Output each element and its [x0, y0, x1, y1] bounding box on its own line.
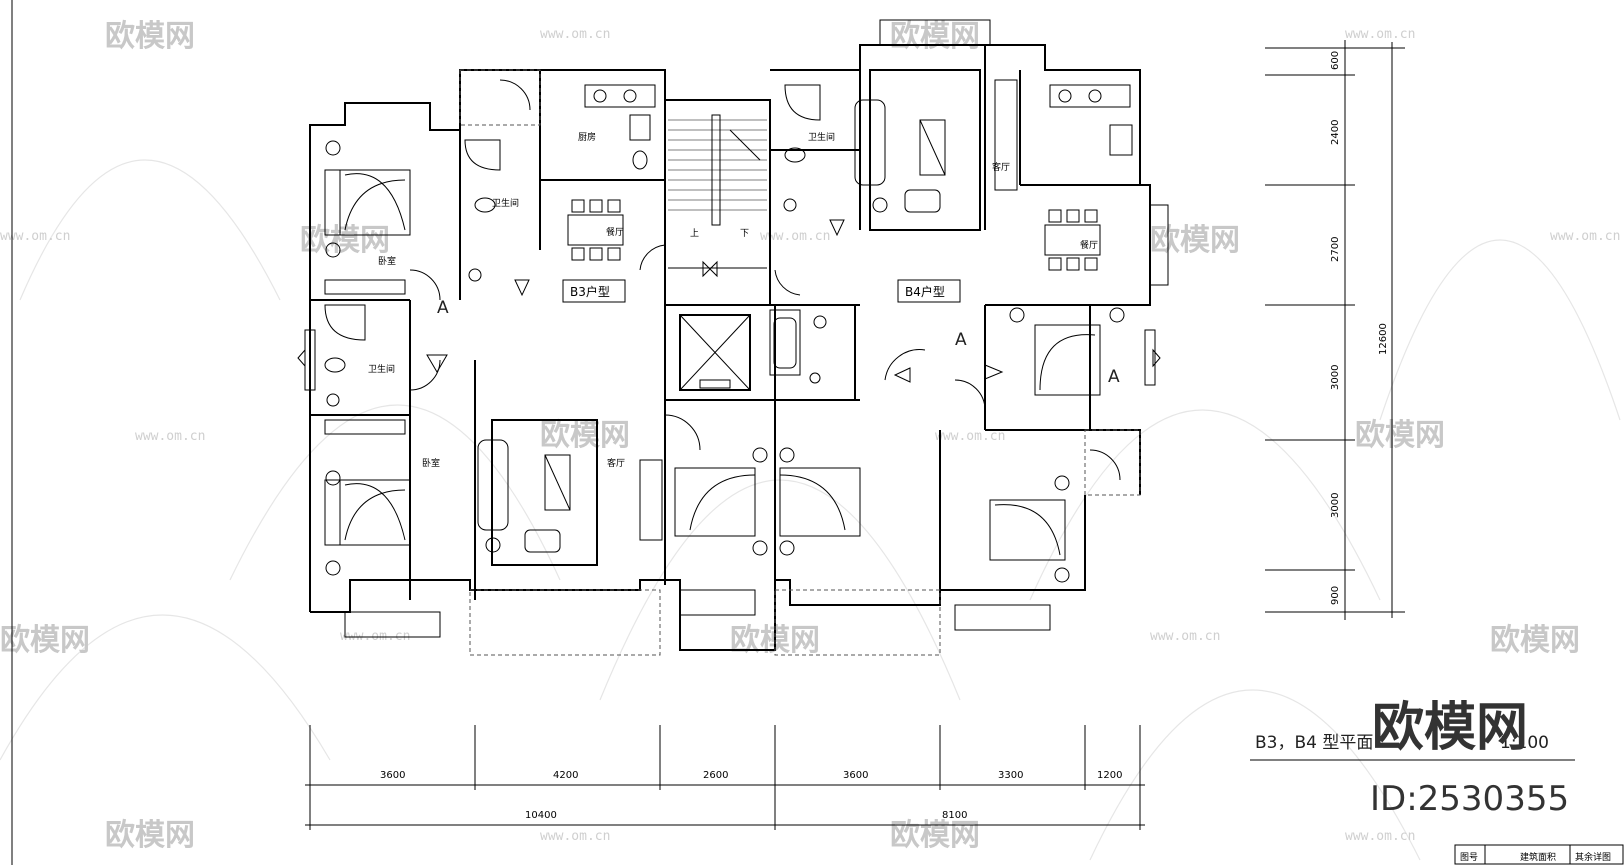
watermark-url: www.om.cn — [1550, 229, 1620, 244]
room-label-living: 客厅 — [607, 457, 625, 469]
stair-down-label: 下 — [740, 229, 749, 239]
watermark-url: www.om.cn — [540, 829, 610, 844]
fixtures — [324, 84, 1133, 407]
watermark-brand: 欧模网 — [890, 19, 980, 54]
elevator-shaft — [679, 309, 827, 391]
section-mark-a: A — [437, 298, 449, 318]
dim-label: 900 — [1330, 586, 1341, 605]
watermark-url: www.om.cn — [1345, 27, 1415, 42]
dim-label: 1200 — [1097, 770, 1122, 781]
section-marks: A A A — [426, 219, 1120, 387]
section-mark-a: A — [1108, 367, 1120, 387]
windows — [297, 204, 1169, 391]
dim-label: 3000 — [1330, 365, 1341, 390]
dim-total-label: 12600 — [1378, 323, 1389, 355]
logo-name: 欧模网 — [1372, 698, 1528, 758]
dining-furniture — [567, 199, 1101, 271]
title-block-cell: 建筑面积 — [1520, 851, 1556, 863]
watermark-layer: 欧模网 欧模网 欧模网 欧模网 欧模网 欧模网 欧模网 欧模网 欧模网 欧模网 … — [0, 19, 1621, 861]
building-walls — [309, 44, 1151, 651]
watermark-url: www.om.cn — [0, 229, 70, 244]
logo-block: 欧模网 ID:2530355 — [1370, 698, 1569, 819]
bed-furniture — [324, 140, 1125, 583]
logo-id: ID:2530355 — [1370, 779, 1569, 819]
stair-treads — [668, 114, 767, 278]
title-block-cell: 其余详图 — [1575, 851, 1611, 863]
watermark-url: www.om.cn — [1345, 829, 1415, 844]
room-label-bedroom: 卧室 — [378, 255, 396, 267]
dim-label: 4200 — [553, 770, 578, 781]
plan-title: B3，B4 型平面 1:100 — [1250, 733, 1575, 761]
watermark-brand: 欧模网 — [105, 818, 195, 853]
room-label-bedroom: 卧室 — [422, 457, 440, 469]
plan-title-text: B3，B4 型平面 — [1255, 733, 1373, 753]
title-block-cell: 图号 — [1460, 852, 1478, 863]
dim-label: 10400 — [525, 810, 557, 821]
room-label-bath: 卫生间 — [492, 197, 519, 209]
dim-label: 3600 — [380, 770, 405, 781]
watermark-url: www.om.cn — [760, 229, 830, 244]
unit-tag-b3: B3户型 — [570, 284, 610, 299]
room-label-bath: 卫生间 — [808, 131, 835, 143]
unit-tags: B3户型 B4户型 — [562, 279, 961, 303]
balconies — [344, 19, 1141, 656]
unit-tag-b4: B4户型 — [905, 284, 945, 299]
dim-label: 600 — [1330, 51, 1341, 70]
plan-scale-text: 1:100 — [1500, 733, 1549, 753]
room-label-bath: 卫生间 — [368, 363, 395, 375]
watermark-brand: 欧模网 — [1150, 223, 1240, 258]
room-labels: 厨房 卫生间 餐厅 卧室 卫生间 卧室 客厅 卫生间 餐厅 客厅 上 下 — [368, 131, 1098, 469]
dim-label: 2400 — [1330, 120, 1341, 145]
watermark-brand: 欧模网 — [1490, 623, 1580, 658]
watermark-url: www.om.cn — [540, 27, 610, 42]
watermark-url: www.om.cn — [1150, 629, 1220, 644]
dim-label: 3300 — [998, 770, 1023, 781]
living-furniture — [477, 69, 1018, 566]
room-label-dining: 餐厅 — [1080, 239, 1098, 251]
dim-label: 2600 — [703, 770, 728, 781]
bottom-dimensions: 3600 4200 2600 3600 3300 1200 10400 8100 — [305, 725, 1145, 830]
unit-tag-b3-box — [562, 279, 626, 303]
title-block: 图号 建筑面积 其余详图 — [1454, 844, 1624, 865]
dim-label: 3600 — [843, 770, 868, 781]
watermark-url: www.om.cn — [135, 429, 205, 444]
dim-label: 3000 — [1330, 493, 1341, 518]
dim-label: 8100 — [942, 810, 967, 821]
watermark-brand: 欧模网 — [105, 19, 195, 54]
dim-label: 2700 — [1330, 237, 1341, 262]
watermark-url: www.om.cn — [935, 429, 1005, 444]
section-mark-a: A — [955, 330, 967, 350]
watermark-brand: 欧模网 — [540, 418, 630, 453]
right-dimensions: 600 2400 2700 3000 3000 900 12600 — [1265, 40, 1405, 620]
watermark-brand: 欧模网 — [1355, 418, 1445, 453]
watermark-brand: 欧模网 — [0, 623, 90, 658]
door-swings — [409, 79, 1121, 481]
unit-tag-b4-box — [897, 279, 961, 303]
room-label-living: 客厅 — [992, 161, 1010, 173]
room-label-dining: 餐厅 — [606, 226, 624, 238]
watermark-brand: 欧模网 — [890, 818, 980, 853]
stair-up-label: 上 — [690, 228, 699, 239]
room-label-kitchen: 厨房 — [578, 131, 596, 143]
